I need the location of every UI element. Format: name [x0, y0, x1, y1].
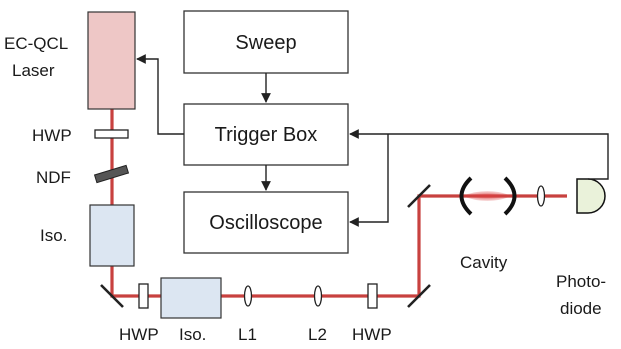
isolator-left-box — [89, 204, 135, 267]
mirror-top-right — [407, 184, 431, 208]
sweep-box-label: Sweep — [235, 32, 296, 54]
lens-l1-label: L1 — [238, 325, 257, 344]
cavity-beam-glow — [462, 191, 512, 201]
hwp-top-label: HWP — [32, 126, 72, 145]
arrow-branch-to-oscilloscope — [349, 134, 389, 227]
arrow-photodiode-to-trigger — [349, 129, 609, 180]
cavity-mirror-left — [459, 176, 473, 216]
trigger-box-label: Trigger Box — [215, 124, 318, 146]
mirror-bottom-right — [407, 284, 431, 308]
oscilloscope-box-label: Oscilloscope — [209, 212, 322, 234]
hwp-bottom-right-label: HWP — [352, 325, 392, 344]
signal-connections — [136, 54, 609, 227]
lens-l2 — [313, 285, 323, 307]
isolator-bottom-label: Iso. — [179, 325, 206, 344]
oscilloscope-box — [183, 191, 349, 254]
ndf-filter — [93, 164, 130, 184]
photodiode-label-line2: diode — [560, 299, 602, 318]
cavity-label: Cavity — [460, 253, 508, 272]
mirror-bottom-left — [100, 284, 124, 308]
isolator-left-label: Iso. — [40, 226, 67, 245]
cavity-mirror-right — [503, 176, 517, 216]
trigger-box — [183, 103, 349, 166]
arrow-trigger-to-laser — [136, 54, 184, 135]
lens-l1 — [243, 285, 253, 307]
ec-qcl-laser-box — [87, 11, 136, 110]
hwp-bottom-left-label: HWP — [119, 325, 159, 344]
photodiode — [576, 178, 606, 214]
ndf-label: NDF — [36, 168, 71, 187]
lens-photodiode — [536, 185, 546, 207]
isolator-bottom-box — [160, 277, 222, 319]
lens-l2-label: L2 — [308, 325, 327, 344]
hwp-bottom-right-element — [367, 283, 378, 309]
hwp-bottom-left-element — [138, 283, 149, 309]
photodiode-label-line1: Photo- — [556, 272, 606, 291]
laser-label-line2: Laser — [12, 61, 55, 80]
hwp-top-element — [94, 129, 129, 139]
laser-label-line1: EC-QCL — [4, 34, 68, 53]
